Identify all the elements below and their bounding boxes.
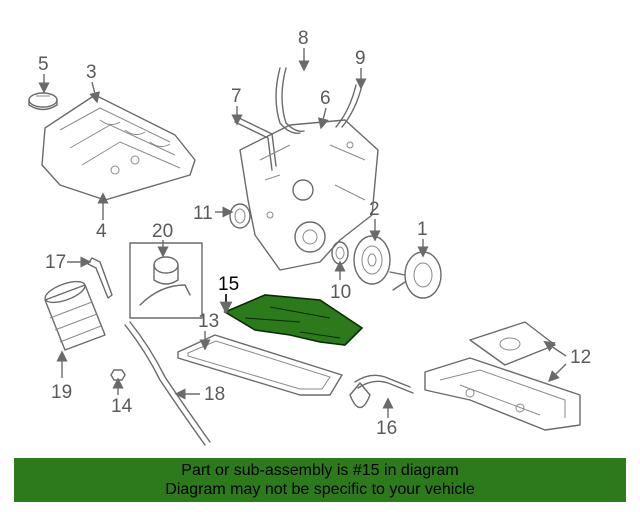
callout-3[interactable]: 3 xyxy=(86,62,97,83)
seal-ring[interactable] xyxy=(331,241,349,265)
crankshaft-pulley[interactable] xyxy=(353,235,391,285)
callout-9[interactable]: 9 xyxy=(355,48,366,69)
callout-5[interactable]: 5 xyxy=(38,54,49,75)
drain-plug[interactable] xyxy=(110,369,126,381)
oil-pan-gasket[interactable] xyxy=(177,334,343,396)
front-cover-gasket-left[interactable] xyxy=(275,67,305,134)
banner-line-1: Part or sub-assembly is #15 in diagram xyxy=(181,462,459,479)
oil-dipstick[interactable] xyxy=(124,321,211,446)
callout-13[interactable]: 13 xyxy=(198,311,219,332)
callout-10[interactable]: 10 xyxy=(330,282,351,303)
callout-19[interactable]: 19 xyxy=(51,382,72,403)
callout-11[interactable]: 11 xyxy=(193,203,213,224)
callout-16[interactable]: 16 xyxy=(376,418,397,439)
pulley[interactable] xyxy=(389,251,442,299)
callout-8[interactable]: 8 xyxy=(298,28,309,49)
callout-18[interactable]: 18 xyxy=(204,384,225,405)
callout-2[interactable]: 2 xyxy=(369,199,380,220)
parts-diagram: 5 3 4 8 9 7 6 xyxy=(28,28,591,446)
callout-7[interactable]: 7 xyxy=(231,86,242,107)
callout-12[interactable]: 12 xyxy=(570,347,591,368)
oil-filler-cap[interactable] xyxy=(28,92,58,111)
sensor[interactable] xyxy=(87,257,113,299)
valve-cover[interactable] xyxy=(41,94,196,201)
windage-tray-highlighted[interactable] xyxy=(223,294,364,346)
banner-line-2: Diagram may not be specific to your vehi… xyxy=(165,481,475,498)
bracket[interactable] xyxy=(234,117,277,171)
oil-pickup-tube[interactable] xyxy=(349,374,414,409)
callout-20[interactable]: 20 xyxy=(152,221,173,242)
thermostat-inset[interactable] xyxy=(129,242,203,319)
callout-17[interactable]: 17 xyxy=(45,252,66,273)
callout-15[interactable]: 15 xyxy=(218,274,239,295)
oil-pan[interactable] xyxy=(424,321,581,431)
oil-filter[interactable] xyxy=(43,277,106,351)
callout-1[interactable]: 1 xyxy=(417,219,428,240)
front-seal[interactable] xyxy=(229,203,251,229)
callout-14[interactable]: 14 xyxy=(111,396,133,417)
callout-6[interactable]: 6 xyxy=(320,88,331,109)
info-banner: Part or sub-assembly is #15 in diagram D… xyxy=(14,458,626,502)
callout-4[interactable]: 4 xyxy=(96,221,107,242)
